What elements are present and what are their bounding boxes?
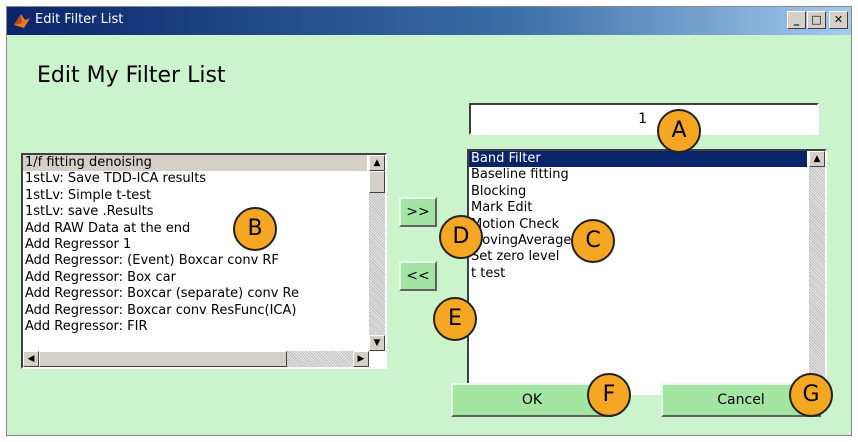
list-item[interactable]: Motion Check: [471, 216, 560, 232]
close-button[interactable]: ✕: [829, 11, 848, 29]
callout-d: D: [439, 215, 483, 259]
list-item[interactable]: Add Regressor: Box car: [25, 269, 176, 285]
callout-e: E: [433, 297, 477, 341]
horizontal-scrollbar[interactable]: ◀ ▶: [23, 351, 369, 367]
list-item[interactable]: t test: [471, 265, 506, 281]
title-bar[interactable]: Edit Filter List _ □ ✕: [7, 7, 851, 35]
list-item[interactable]: 1stLv: Save TDD-ICA results: [25, 171, 207, 187]
scroll-up-icon[interactable]: ▲: [369, 155, 385, 171]
scroll-right-icon[interactable]: ▶: [353, 351, 369, 367]
list-item[interactable]: Mark Edit: [471, 200, 533, 216]
list-item[interactable]: Baseline fitting: [471, 167, 569, 183]
matlab-logo-icon: [14, 14, 30, 28]
callout-b: B: [233, 207, 277, 251]
counter-field[interactable]: 1: [469, 103, 819, 135]
list-item[interactable]: Add Regressor: Boxcar conv ResFunc(ICA): [25, 302, 297, 318]
vertical-scrollbar[interactable]: ▲ ▼: [809, 151, 825, 393]
my-filters-list[interactable]: Band Filter Baseline fitting Blocking Ma…: [467, 149, 827, 395]
list-item[interactable]: Blocking: [471, 183, 527, 199]
list-item[interactable]: Add Regressor: FIR: [25, 318, 148, 334]
callout-g: G: [789, 373, 833, 417]
list-item[interactable]: MovingAverage: [471, 232, 572, 248]
list-item[interactable]: Add Regressor: (Event) Boxcar conv RF: [25, 253, 279, 269]
add-filter-button[interactable]: >>: [399, 197, 437, 227]
available-items: 1/f fitting denoising 1stLv: Save TDD-IC…: [23, 155, 385, 335]
list-item[interactable]: Set zero level: [471, 249, 560, 265]
list-item[interactable]: 1stLv: save .Results: [25, 204, 154, 220]
list-item[interactable]: Add Regressor 1: [25, 236, 132, 252]
list-item[interactable]: Add RAW Data at the end: [25, 220, 191, 236]
scroll-down-icon[interactable]: ▼: [369, 335, 385, 351]
list-item[interactable]: Add Regressor: Boxcar (separate) conv Re: [25, 286, 299, 302]
list-item[interactable]: 1/f fitting denoising: [23, 155, 367, 172]
window-title: Edit Filter List: [35, 12, 124, 27]
list-item[interactable]: Band Filter: [469, 151, 807, 168]
scroll-left-icon[interactable]: ◀: [23, 351, 39, 367]
list-item[interactable]: 1stLv: Simple t-test: [25, 187, 152, 203]
available-filters-list[interactable]: 1/f fitting denoising 1stLv: Save TDD-IC…: [21, 153, 387, 369]
callout-f: F: [587, 373, 631, 417]
scroll-up-icon[interactable]: ▲: [809, 151, 825, 167]
vertical-scrollbar[interactable]: ▲ ▼: [369, 155, 385, 351]
remove-filter-button[interactable]: <<: [399, 261, 437, 291]
ok-button[interactable]: OK: [451, 383, 613, 417]
callout-a: A: [657, 109, 701, 153]
edit-filter-list-window: Edit Filter List _ □ ✕ Edit My Filter Li…: [6, 6, 852, 436]
callout-c: C: [571, 219, 615, 263]
minimize-button[interactable]: _: [787, 11, 806, 29]
maximize-button[interactable]: □: [807, 11, 826, 29]
my-filter-items: Band Filter Baseline fitting Blocking Ma…: [469, 151, 825, 282]
page-title: Edit My Filter List: [37, 63, 226, 88]
scroll-thumb-horizontal[interactable]: [39, 351, 287, 367]
scroll-thumb[interactable]: [369, 171, 385, 193]
